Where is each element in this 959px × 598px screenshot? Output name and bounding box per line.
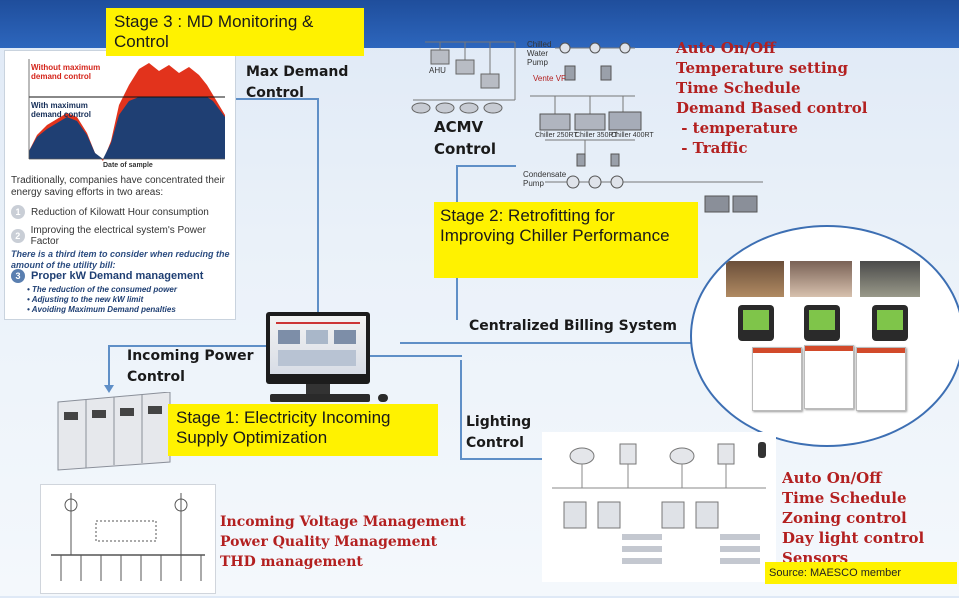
acmv-label: ACMV Control [434, 118, 497, 158]
keyboard-icon [270, 394, 370, 402]
arrow-down-icon [104, 385, 114, 393]
bill-document [856, 347, 906, 411]
connector-acmv-h [456, 165, 516, 167]
md-item-2: 2 Improving the electrical system's Powe… [11, 225, 231, 247]
lighting-label: Lighting Control [466, 414, 532, 451]
connector-md-h [232, 98, 319, 100]
connector-md [317, 98, 319, 320]
md-item-1: 1 Reduction of Kilowatt Hour consumption [11, 205, 231, 219]
bill-document [804, 345, 854, 409]
md-item-text: Reduction of Kilowatt Hour consumption [31, 206, 209, 218]
lighting-svg [552, 442, 766, 564]
shop-photo [860, 261, 920, 297]
mouse-icon [378, 394, 388, 402]
billing-label: Centralized Billing System [469, 318, 677, 334]
with-md-area [29, 97, 225, 159]
sld-svg [51, 493, 205, 581]
shop-photo [726, 261, 784, 297]
computer-monitor-icon [266, 312, 370, 384]
md-item-text: Improving the electrical system's Power … [30, 225, 206, 247]
incoming-feature-list: Incoming Voltage Management Power Qualit… [220, 512, 466, 572]
connector-incoming-h [108, 345, 268, 347]
source-label: Source: MAESCO member [765, 562, 957, 584]
lighting-feature: Day light control [782, 529, 925, 547]
lighting-feature: Time Schedule [782, 489, 907, 507]
md-bullet: • Avoiding Maximum Demand penalties [27, 305, 176, 314]
number-badge: 2 [11, 229, 25, 243]
acmv-feature: Temperature setting [676, 59, 848, 77]
incoming-feature: THD management [220, 554, 363, 570]
incoming-power-label: Incoming Power Control [127, 348, 254, 385]
stage1-label: Stage 1: Electricity Incoming Supply Opt… [168, 404, 438, 456]
acmv-feature: Time Schedule [676, 79, 801, 97]
chilled-water-pump-label: Chilled Water Pump [527, 40, 552, 67]
acmv-feature: - temperature [676, 119, 798, 137]
computer-stand [306, 384, 330, 394]
lighting-schematic [542, 432, 776, 582]
switchgear-image [52, 391, 177, 472]
lighting-feature: Auto On/Off [782, 469, 882, 487]
chiller-label-1: Chiller 250RT [535, 132, 578, 139]
single-line-diagram [40, 484, 216, 594]
acmv-feature: - Traffic [676, 139, 748, 157]
max-demand-label: Max Demand Control [246, 64, 349, 101]
md-chart-svg [7, 55, 231, 173]
bill-document [752, 347, 802, 411]
md-chart: Without maximum demand control With maxi… [7, 55, 231, 173]
chiller-label-3: Chiller 400RT [611, 132, 654, 139]
incoming-feature: Incoming Voltage Management [220, 514, 466, 530]
switchgear-svg [57, 391, 171, 471]
stage3-label: Stage 3 : MD Monitoring & Control [106, 8, 364, 56]
incoming-feature: Power Quality Management [220, 534, 438, 550]
stage2-label: Stage 2: Retrofitting for Improving Chil… [434, 202, 698, 278]
acmv-schematic-svg [411, 41, 763, 213]
md-bullets: • The reduction of the consumed power • … [27, 285, 233, 315]
number-badge: 1 [11, 205, 25, 219]
md-bullet: • The reduction of the consumed power [27, 285, 177, 294]
md-item3-text: Proper kW Demand management [31, 270, 204, 282]
acmv-schematic: AHU Chilled Water Pump Vente VF Chiller … [405, 30, 763, 220]
chart-x-axis-label: Date of sample [103, 162, 153, 169]
meter-icon [804, 305, 840, 341]
md-bullet: • Adjusting to the new kW limit [27, 295, 144, 304]
condensate-pump-label: Condensate Pump [523, 170, 567, 188]
series-label-with: With maximum demand control [31, 101, 92, 119]
connector-lighting [460, 360, 462, 460]
connector-center [370, 355, 462, 357]
ahu-label: AHU [429, 66, 446, 75]
lighting-feature: Sensors [782, 549, 849, 564]
acmv-feature-list: Auto On/Off Temperature setting Time Sch… [676, 38, 867, 158]
lighting-feature: Zoning control [782, 509, 907, 527]
lighting-feature-list: Auto On/Off Time Schedule Zoning control… [782, 468, 924, 564]
connector-lighting-h [460, 458, 560, 460]
number-badge: 3 [11, 269, 25, 283]
md-item-list: 1 Reduction of Kilowatt Hour consumption… [11, 199, 231, 253]
shop-photo [790, 261, 852, 297]
acmv-feature: Auto On/Off [676, 39, 776, 57]
md-third-note: There is a third item to consider when r… [11, 249, 230, 270]
connector-billing [400, 342, 702, 344]
billing-ellipse [690, 225, 959, 447]
meter-icon [872, 305, 908, 341]
md-info-panel: Without maximum demand control With maxi… [4, 50, 236, 320]
meter-icon [738, 305, 774, 341]
md-intro-text: Traditionally, companies have concentrat… [11, 175, 226, 198]
acmv-feature: Demand Based control [676, 99, 868, 117]
vente-vf-label: Vente VF [533, 74, 566, 83]
series-label-without: Without maximum demand control [31, 63, 101, 81]
connector-incoming [108, 345, 110, 385]
md-item-3: 3 Proper kW Demand management [11, 269, 233, 283]
chiller-label-2: Chiller 350RT [575, 132, 618, 139]
